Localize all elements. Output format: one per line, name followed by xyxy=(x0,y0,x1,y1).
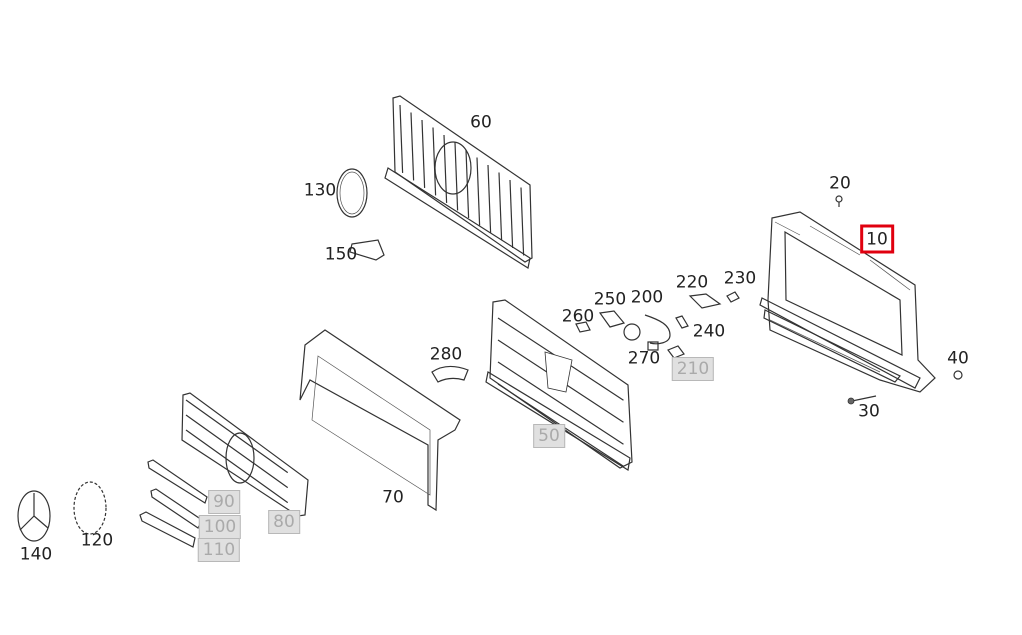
grille-bar xyxy=(498,172,503,241)
grille-bar xyxy=(399,104,404,173)
fasteners-drawing xyxy=(431,195,963,405)
callout-140[interactable]: 140 xyxy=(19,544,53,565)
part-60-grille-drawing xyxy=(384,95,533,269)
part-150-drawing xyxy=(349,239,385,261)
grille-bar xyxy=(509,179,514,248)
trim-strips-drawing xyxy=(139,459,208,548)
grille-bar xyxy=(185,399,289,474)
callout-250[interactable]: 250 xyxy=(593,289,627,310)
callout-230[interactable]: 230 xyxy=(723,268,757,289)
grille-bar xyxy=(487,164,492,233)
callout-220[interactable]: 220 xyxy=(675,272,709,293)
callout-150[interactable]: 150 xyxy=(324,244,358,265)
callout-40[interactable]: 40 xyxy=(947,348,969,369)
part-130-ring-drawing xyxy=(336,168,368,218)
callout-50[interactable]: 50 xyxy=(533,424,565,448)
grille-bar xyxy=(410,112,415,181)
callout-70[interactable]: 70 xyxy=(382,487,404,508)
grille-bar xyxy=(185,414,289,489)
part-120-ring-drawing xyxy=(73,481,107,535)
grille-bar xyxy=(520,187,525,256)
callout-200[interactable]: 200 xyxy=(630,287,664,308)
part-70-frame-drawing xyxy=(299,329,461,512)
grille-bar xyxy=(454,142,459,211)
callout-260[interactable]: 260 xyxy=(561,306,595,327)
callout-90[interactable]: 90 xyxy=(208,490,240,514)
callout-80[interactable]: 80 xyxy=(268,510,300,534)
callout-110[interactable]: 110 xyxy=(197,538,241,562)
grille-bar xyxy=(421,119,426,188)
part-140-star-emblem-drawing xyxy=(17,490,51,542)
part-10-frame-drawing xyxy=(759,211,936,393)
callout-10[interactable]: 10 xyxy=(860,224,894,254)
callout-280[interactable]: 280 xyxy=(429,344,463,365)
callout-100[interactable]: 100 xyxy=(198,515,242,539)
part-80-grille-drawing xyxy=(181,392,309,517)
callout-60[interactable]: 60 xyxy=(470,112,492,133)
callout-130[interactable]: 130 xyxy=(303,180,337,201)
callout-270[interactable]: 270 xyxy=(627,348,661,369)
grille-bar xyxy=(185,429,289,504)
grille-bar xyxy=(476,157,481,226)
callout-20[interactable]: 20 xyxy=(829,173,851,194)
grille-bar xyxy=(432,127,437,196)
callout-120[interactable]: 120 xyxy=(80,530,114,551)
grille-bar xyxy=(497,361,624,445)
callout-240[interactable]: 240 xyxy=(692,321,726,342)
callout-30[interactable]: 30 xyxy=(858,401,880,422)
callout-210[interactable]: 210 xyxy=(671,357,715,381)
